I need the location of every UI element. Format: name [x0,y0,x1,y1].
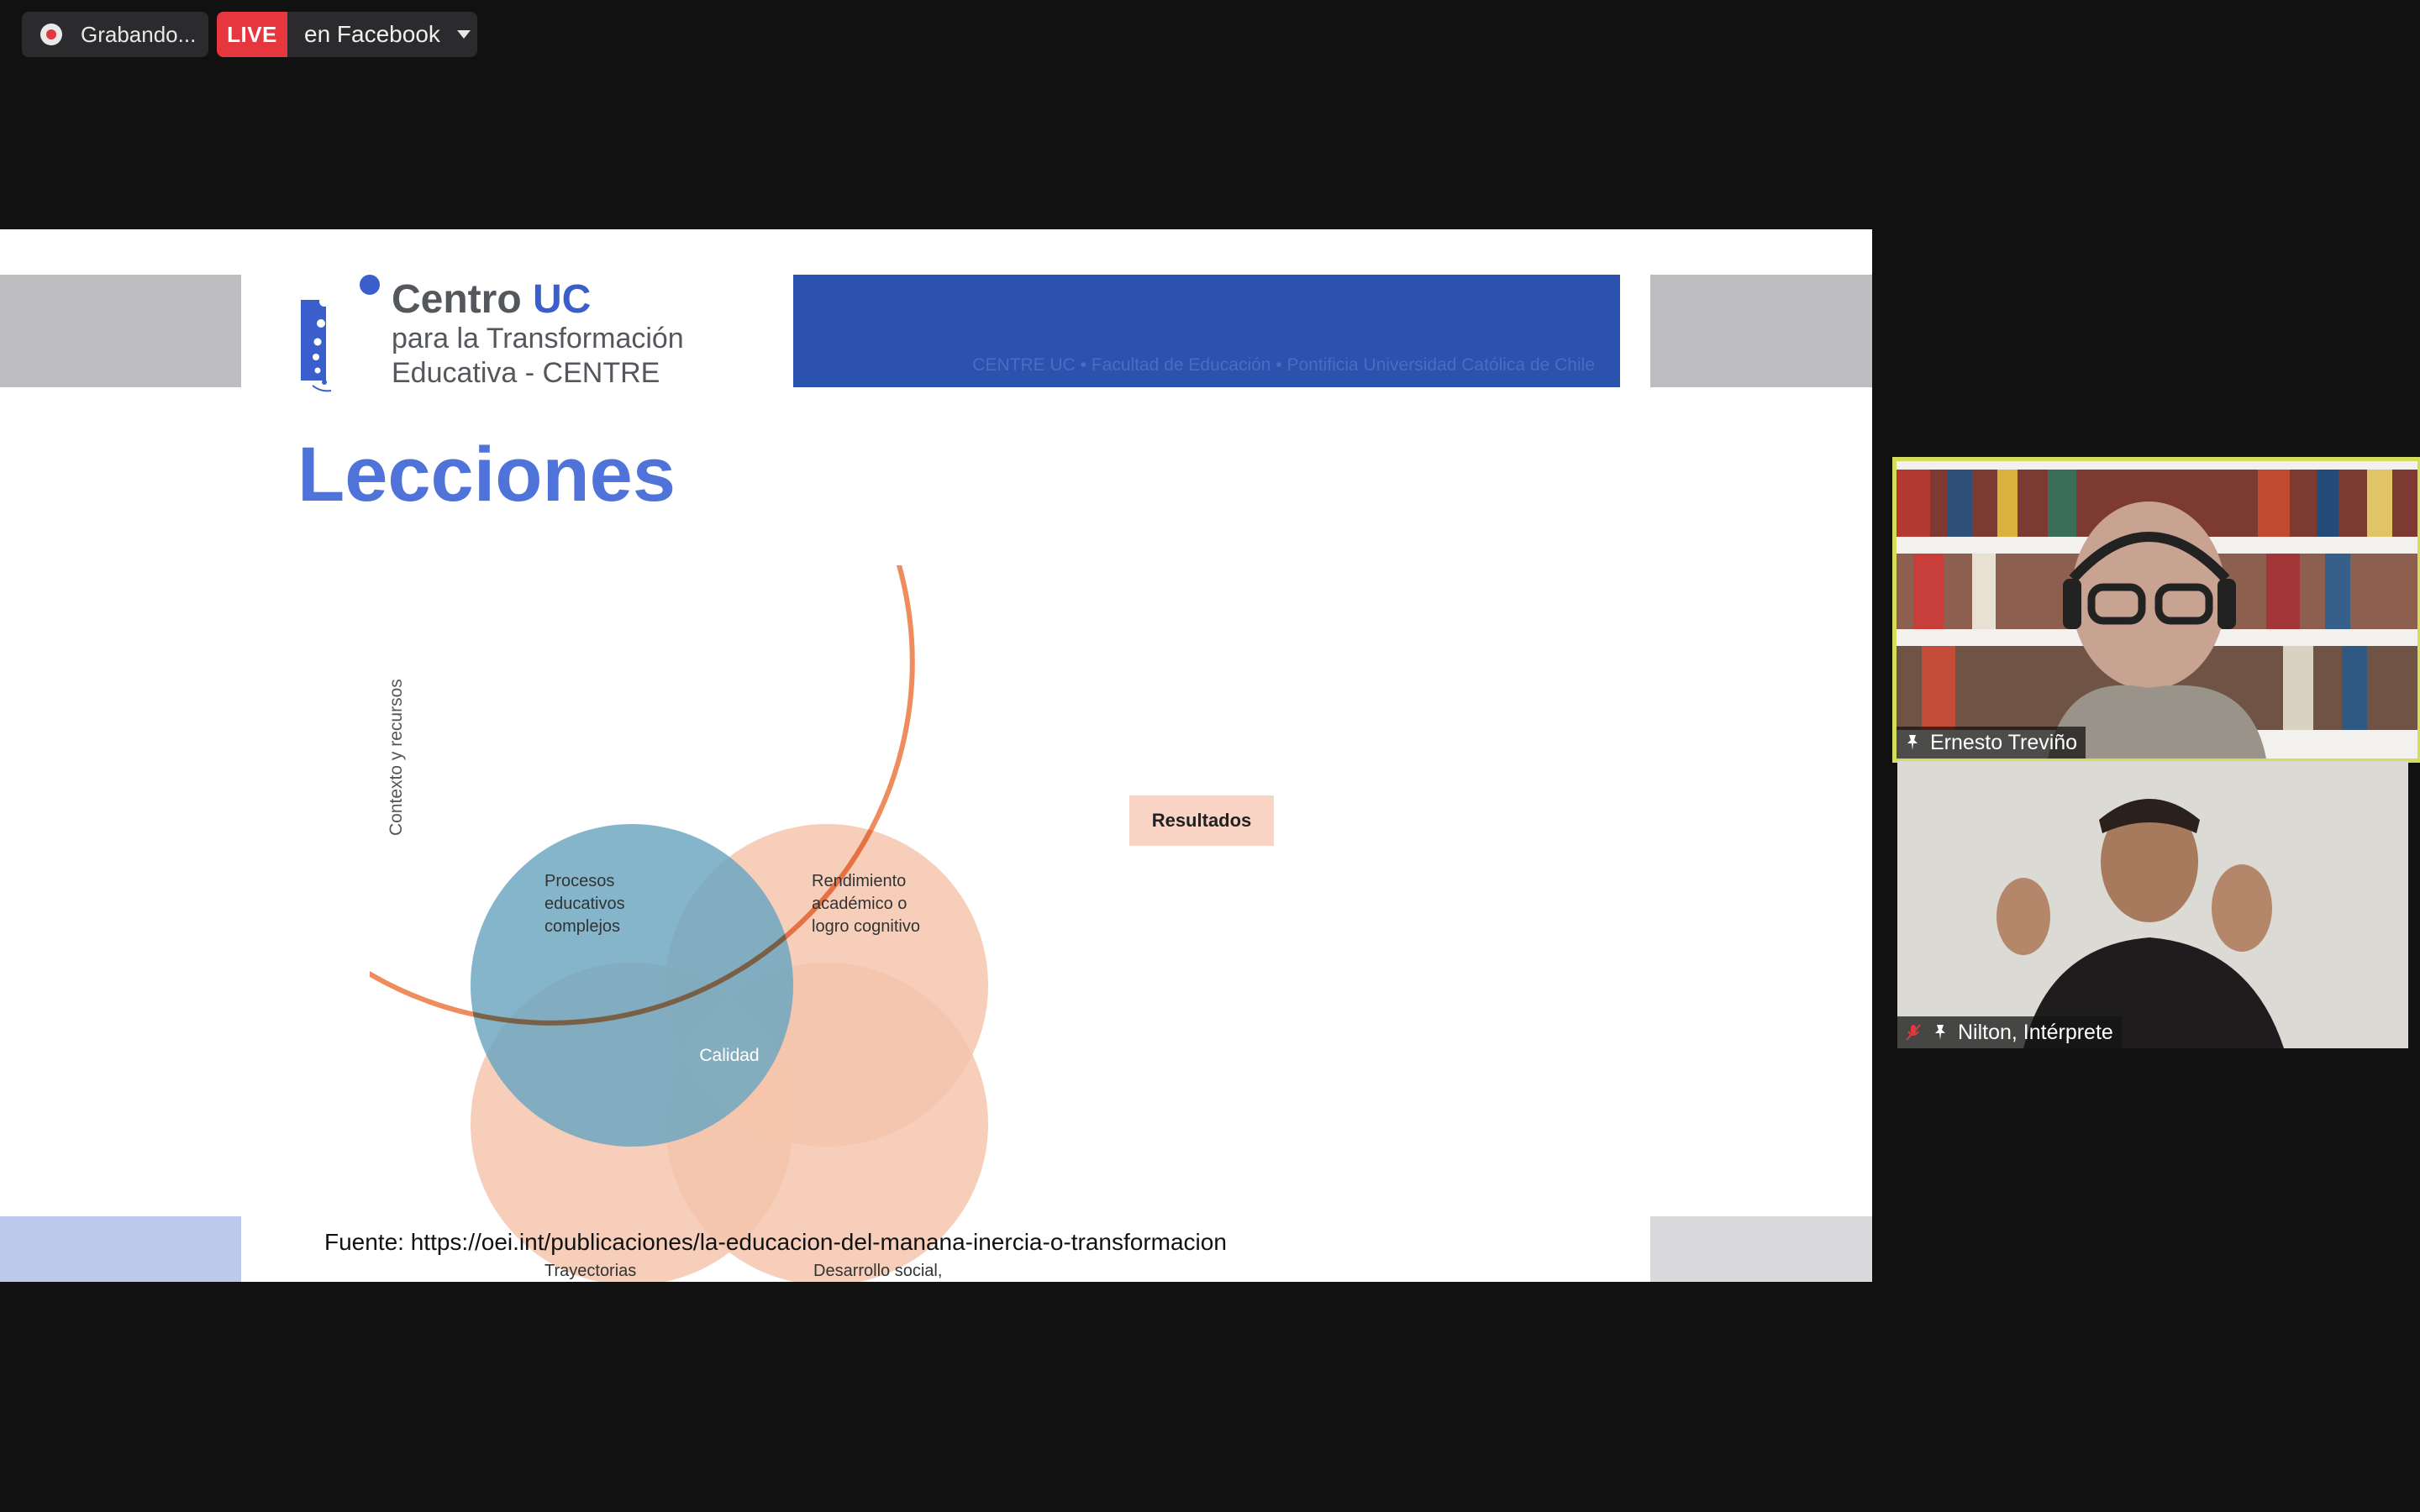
recording-indicator[interactable]: Grabando... [22,12,208,57]
muted-mic-icon [1904,1023,1923,1042]
interpreter-head [2101,801,2198,922]
header-blue-bar: CENTRE UC • Facultad de Educación • Pont… [793,275,1620,387]
interpreter-video-placeholder [1897,761,2408,1048]
slide-source: Fuente: https://oei.int/publicaciones/la… [324,1229,1227,1255]
record-icon [40,24,62,45]
slide-band-bottom-right [1650,1216,1872,1282]
slide-band-bottom-left [0,1216,241,1282]
participant-name-tag: Ernesto Treviño [1897,727,2086,759]
centre-uc-logo-icon [301,275,380,392]
video-tile-interpreter[interactable]: Nilton, Intérprete [1897,761,2408,1048]
venn-circle-procesos [471,824,793,1147]
participant-name: Nilton, Intérprete [1958,1020,2113,1044]
slide-title: Lecciones [297,432,676,517]
results-box: Resultados [1129,795,1274,846]
chevron-down-icon[interactable] [456,30,471,39]
pin-icon [1903,733,1922,752]
recording-label: Grabando... [81,21,197,47]
participant-name-tag: Nilton, Intérprete [1897,1016,2122,1048]
speaker-video-placeholder [1897,461,2417,759]
header-bar-text: CENTRE UC • Facultad de Educación • Pont… [972,355,1595,375]
pin-icon [1931,1023,1949,1042]
logo-subtitle: para la Transformación Educativa - CENTR… [392,323,684,389]
live-badge: LIVE [217,12,287,57]
logo-title: Centro UC [392,277,592,322]
slide-band-left [0,275,241,387]
shared-slide: Centro UC para la Transformación Educati… [0,229,1872,1282]
slide-band-right [1650,275,1872,387]
venn-center-label: Calidad [699,1046,759,1065]
participant-name: Ernesto Treviño [1930,730,2078,754]
video-tile-speaker[interactable]: Ernesto Treviño [1892,457,2420,763]
live-stream-menu[interactable]: LIVE en Facebook [217,12,477,57]
live-destination: en Facebook [304,21,440,47]
